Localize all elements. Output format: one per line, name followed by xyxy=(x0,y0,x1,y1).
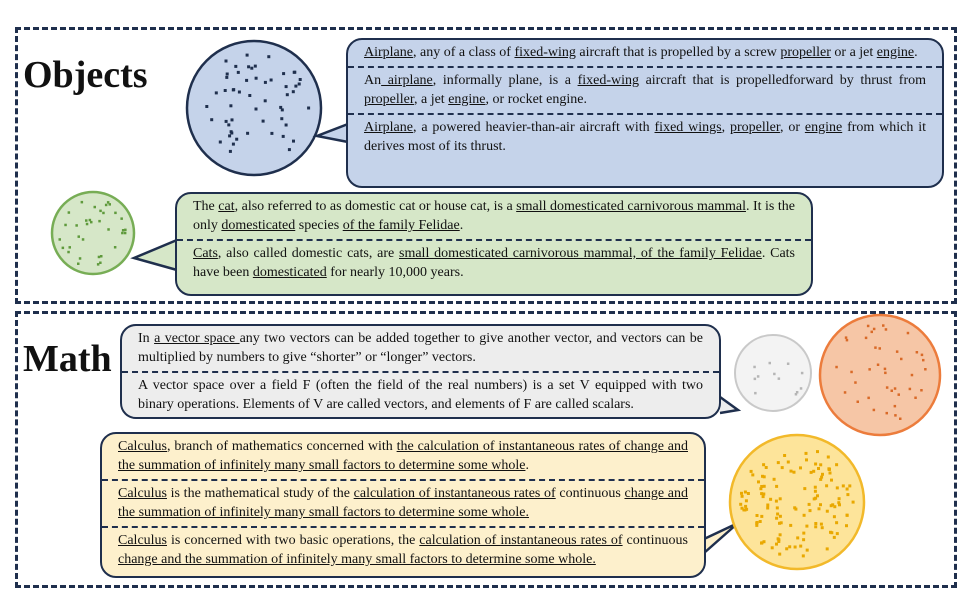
airplane-definition-1: Airplane, any of a class of fixed-wing a… xyxy=(364,45,918,60)
airplane-definition-2: An airplane, informally plane, is a fixe… xyxy=(348,66,942,113)
airplane-description-bubble: Airplane, any of a class of fixed-wing a… xyxy=(346,38,944,188)
vector-space-definition-2: A vector space over a field F (often the… xyxy=(122,371,719,418)
objects-panel xyxy=(15,27,957,304)
vector-space-definition-1: In a vector space any two vectors can be… xyxy=(138,331,703,365)
calculus-definition-1: Calculus, branch of mathematics concerne… xyxy=(118,439,688,473)
airplane-definition-3: Airplane, a powered heavier-than-air air… xyxy=(348,113,942,160)
calculus-definition-2: Calculus is the mathematical study of th… xyxy=(102,479,704,526)
cat-definition-1: The cat, also referred to as domestic ca… xyxy=(193,199,795,233)
calculus-description-bubble: Calculus, branch of mathematics concerne… xyxy=(100,432,706,578)
vector-space-description-bubble: In a vector space any two vectors can be… xyxy=(120,324,721,419)
objects-heading: Objects xyxy=(23,54,148,96)
cat-definition-2: Cats, also called domestic cats, are sma… xyxy=(177,239,811,286)
calculus-definition-3: Calculus is concerned with two basic ope… xyxy=(102,526,704,573)
cat-description-bubble: The cat, also referred to as domestic ca… xyxy=(175,192,813,296)
math-panel xyxy=(15,311,957,588)
math-heading: Math xyxy=(23,338,112,380)
